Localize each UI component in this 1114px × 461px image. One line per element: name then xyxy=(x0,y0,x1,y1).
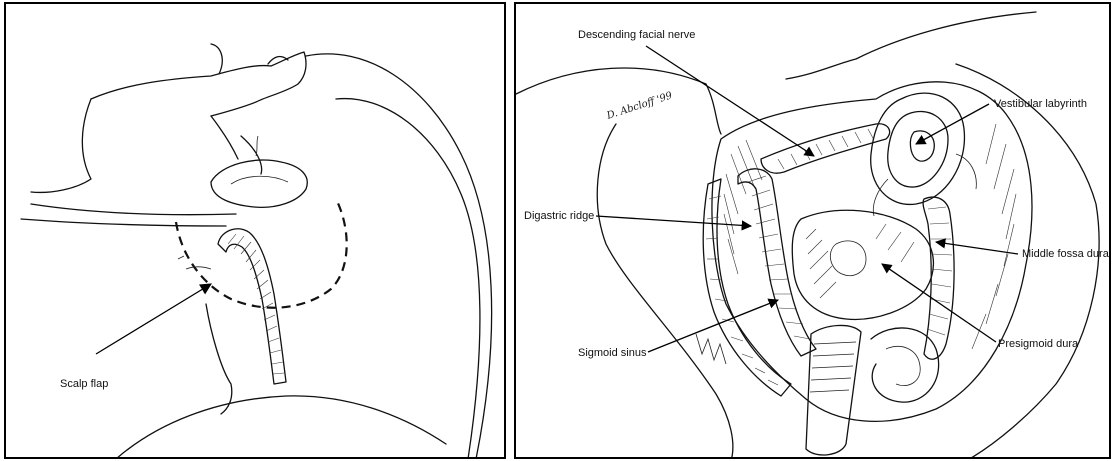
chin-jaw xyxy=(31,99,91,192)
labyrinth-middle-ring xyxy=(888,112,948,188)
scalp-flap-arrow xyxy=(96,284,211,354)
mastoid-cavity-hatching xyxy=(724,124,1016,349)
middle-fossa-dura-band xyxy=(923,197,954,359)
facial-nerve-hatching xyxy=(778,129,874,169)
small-mark xyxy=(178,256,211,269)
vestibular-labyrinth-label: Vestibular labyrinth xyxy=(994,98,1087,110)
lower-coiled-structure xyxy=(871,328,939,402)
collar-contour xyxy=(116,396,446,459)
digastric-ridge-hatching xyxy=(748,176,810,339)
background-contour-left xyxy=(516,68,733,459)
middle-fossa-dura-arrow xyxy=(936,242,1018,254)
head-positioning-drawing: Scalp flap xyxy=(6,4,506,459)
presigmoid-dura-area xyxy=(792,210,933,319)
scalp-flap-label: Scalp flap xyxy=(60,378,108,390)
right-illustration-panel: D. Abcloff '99 xyxy=(514,2,1111,459)
neck-line xyxy=(31,204,236,215)
presigmoid-dura-arrow xyxy=(882,264,996,342)
presigmoid-dura-label: Presigmoid dura xyxy=(998,338,1079,350)
background-contour-top xyxy=(786,12,1036,79)
skull-inner-outline xyxy=(336,99,480,459)
digastric-ridge-arrow xyxy=(596,216,751,226)
middle-fossa-dura-label: Middle fossa dura xyxy=(1022,248,1110,260)
artist-signature: D. Abcloff '99 xyxy=(605,90,675,122)
digastric-ridge-band xyxy=(738,169,816,356)
shoulder-line xyxy=(21,219,226,226)
lower-coiled-inner xyxy=(886,346,920,385)
left-illustration-panel: Scalp flap xyxy=(4,2,506,459)
labyrinth-outer-ring xyxy=(871,93,965,204)
retractor-blade xyxy=(806,325,861,455)
nose xyxy=(211,44,222,74)
presigmoid-dura-hatching xyxy=(806,224,914,298)
cut-edge-scribble xyxy=(696,334,726,364)
vestibular-labyrinth-arrow xyxy=(916,104,989,144)
ear xyxy=(211,160,307,207)
surgical-exposure-drawing: D. Abcloff '99 xyxy=(516,4,1111,459)
skull-outline xyxy=(306,54,492,459)
descending-facial-nerve-label: Descending facial nerve xyxy=(578,29,695,41)
presigmoid-dura-bulge xyxy=(830,241,866,276)
sigmoid-sinus-label: Sigmoid sinus xyxy=(578,347,647,359)
neck-contour xyxy=(206,304,232,414)
retractor-lines xyxy=(810,342,856,392)
incision-dashed-outline xyxy=(176,199,347,308)
face-profile xyxy=(91,52,306,116)
background-contour-right xyxy=(956,64,1099,459)
digastric-ridge-label: Digastric ridge xyxy=(524,210,594,222)
eye-region xyxy=(211,116,262,174)
